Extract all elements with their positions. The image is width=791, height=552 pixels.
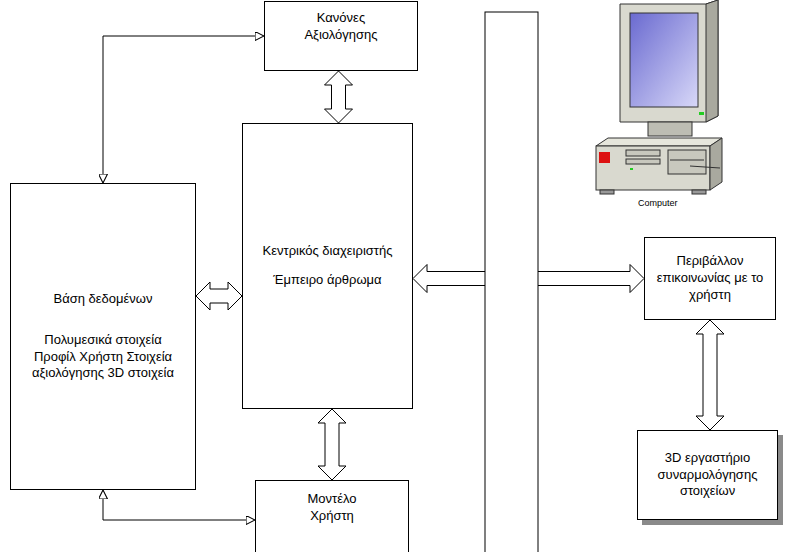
block-arrow	[325, 71, 353, 123]
process-box: 3D εργαστήριο συναρμολόγησης στοιχείων	[637, 430, 778, 520]
box-title: 3D εργαστήριο συναρμολόγησης στοιχείων	[646, 450, 769, 501]
box-title: Περιβάλλον επικοινωνίας με το χρήστη	[653, 253, 767, 304]
box-body: Έμπειρο άρθρωμα	[273, 272, 381, 289]
process-box: Κεντρικός διαχειριστήςΈμπειρο άρθρωμα	[242, 123, 413, 409]
connector-line	[103, 36, 264, 183]
block-arrow	[196, 282, 242, 310]
box-title: Κανόνες Αξιολόγησης	[295, 10, 387, 44]
process-box: Περιβάλλον επικοινωνίας με το χρήστη	[644, 237, 776, 320]
block-arrow	[318, 409, 346, 480]
bus-bar	[485, 12, 538, 552]
computer-icon	[596, 0, 722, 194]
connector-line	[103, 490, 255, 520]
box-title: Κεντρικός διαχειριστής	[263, 243, 393, 260]
icon-caption: Computer	[638, 198, 678, 208]
box-body: Πολυμεσικά στοιχεία Προφίλ Χρήστη Στοιχε…	[31, 332, 176, 383]
block-arrow	[696, 320, 724, 430]
process-box: Κανόνες Αξιολόγησης	[264, 1, 418, 71]
box-title: Μοντέλο Χρήστη	[291, 491, 373, 525]
process-box: Μοντέλο Χρήστη	[255, 480, 409, 552]
box-title: Βάση δεδομένων	[54, 291, 153, 308]
process-box: Βάση δεδομένωνΠολυμεσικά στοιχεία Προφίλ…	[10, 183, 196, 490]
